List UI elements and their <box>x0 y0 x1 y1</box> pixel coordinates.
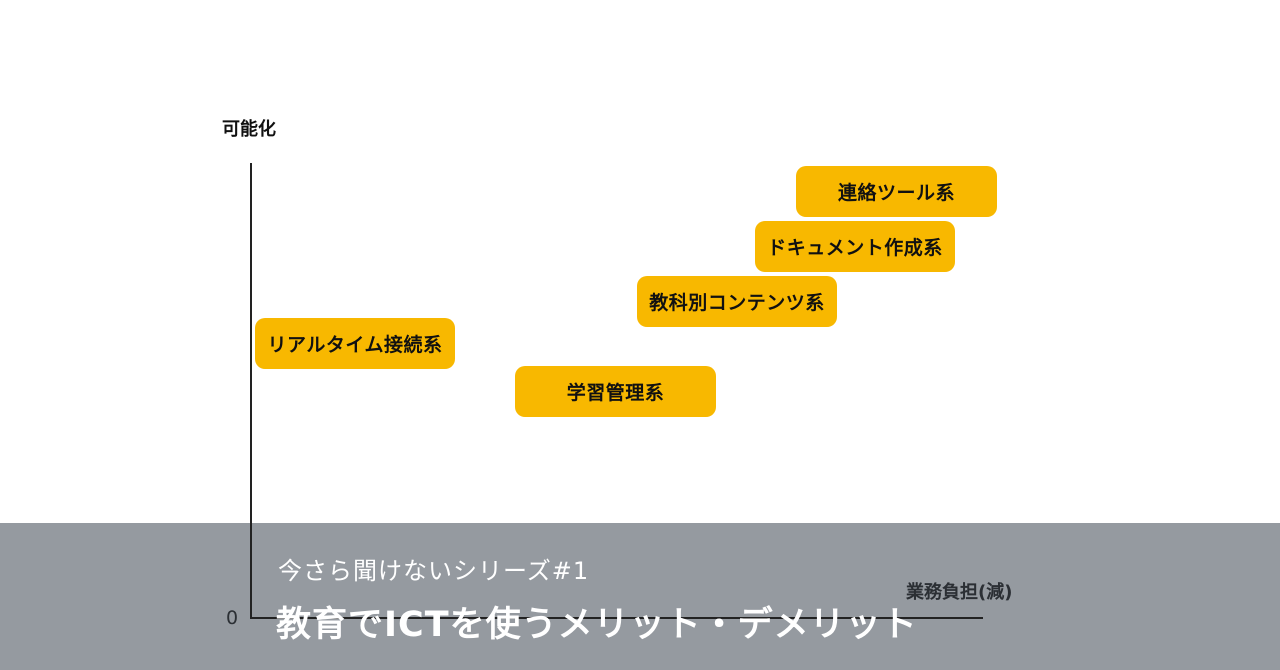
category-box-renraku-tool: 連絡ツール系 <box>796 166 997 217</box>
banner-title: 教育でICTを使うメリット・デメリット <box>276 605 918 645</box>
title-banner <box>0 523 1280 670</box>
category-box-realtime: リアルタイム接続系 <box>255 318 455 369</box>
category-box-document: ドキュメント作成系 <box>755 221 955 272</box>
origin-label: 0 <box>226 607 239 629</box>
y-axis-label: 可能化 <box>222 119 276 140</box>
banner-subtitle: 今さら聞けないシリーズ#1 <box>278 557 590 585</box>
y-axis-line <box>250 163 252 619</box>
x-axis-label: 業務負担(減) <box>906 582 1013 603</box>
x-axis-line <box>250 617 983 619</box>
category-box-subject-content: 教科別コンテンツ系 <box>637 276 837 327</box>
category-box-lms: 学習管理系 <box>515 366 716 417</box>
